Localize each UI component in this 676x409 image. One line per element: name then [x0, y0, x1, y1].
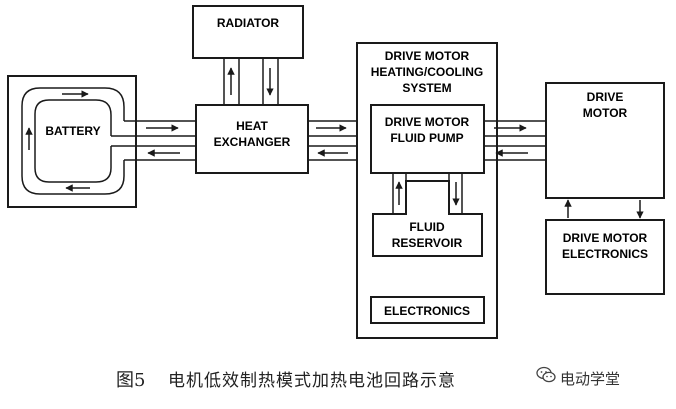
- drive-motor-label-2: MOTOR: [583, 106, 628, 120]
- motor-electronics-label-1: DRIVE MOTOR: [563, 231, 648, 245]
- figure-number: 图5: [116, 370, 146, 391]
- battery-coolant-loop-inner: [34, 99, 112, 183]
- system-label-1: DRIVE MOTOR: [385, 49, 470, 63]
- system-label-2: HEATING/COOLING: [371, 65, 483, 79]
- reservoir-label-2: RESERVOIR: [392, 236, 463, 250]
- motor-electronics-box: [545, 219, 665, 295]
- heat-exchanger-label-1: HEAT: [236, 119, 268, 133]
- reservoir-label-1: FLUID: [409, 220, 445, 234]
- heat-exchanger-box: [195, 104, 309, 174]
- radiator-label: RADIATOR: [217, 16, 280, 30]
- pipes-pump-motor: [484, 120, 546, 161]
- pump-label-1: DRIVE MOTOR: [385, 115, 470, 129]
- fluid-pump-box: [370, 104, 485, 174]
- battery-label: BATTERY: [45, 124, 100, 138]
- pipes-battery-hx: [136, 120, 196, 161]
- drive-motor-box: [545, 82, 665, 199]
- fluid-reservoir-box: [372, 180, 483, 257]
- motor-electronics-label-2: ELECTRONICS: [562, 247, 648, 261]
- pump-label-2: FLUID PUMP: [390, 131, 463, 145]
- electronics-box: [370, 296, 485, 324]
- heat-exchanger-label-2: EXCHANGER: [214, 135, 291, 149]
- electronics-label: ELECTRONICS: [384, 304, 470, 318]
- drive-motor-label-1: DRIVE: [587, 90, 624, 104]
- figure-caption: 图5 电机低效制热模式加热电池回路示意 电动学堂: [0, 362, 676, 392]
- wechat-icon: [536, 366, 556, 389]
- watermark-text: 电动学堂: [560, 370, 621, 388]
- system-label-3: SYSTEM: [402, 81, 451, 95]
- radiator-box: [192, 5, 304, 59]
- caption-text: 电机低效制热模式加热电池回路示意: [168, 371, 456, 391]
- radiator-pipes: [223, 58, 279, 105]
- battery-coolant-loop: [21, 87, 125, 195]
